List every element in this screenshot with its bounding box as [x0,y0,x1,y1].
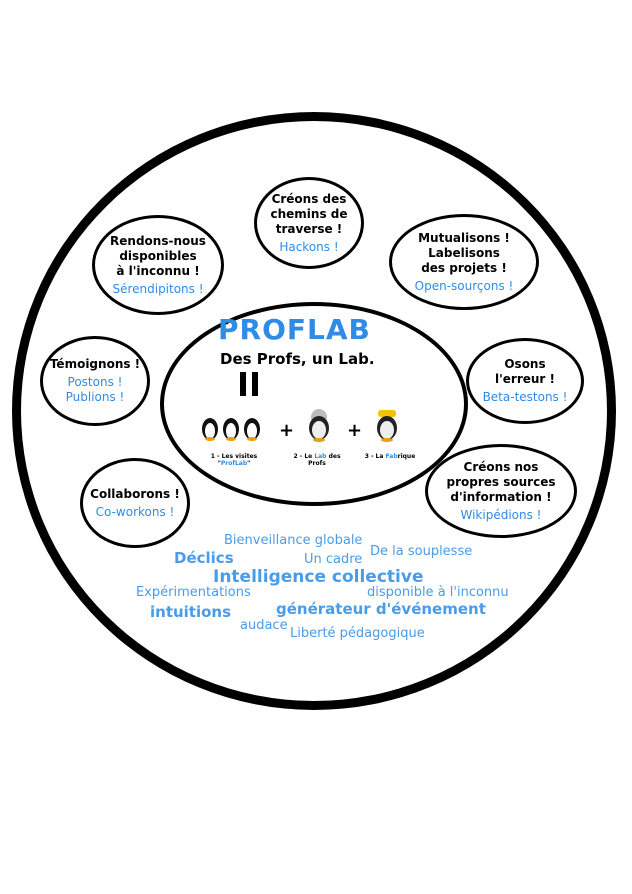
bubble-title: Témoignons ! [49,357,141,371]
plus-sign-2: + [347,420,363,441]
plus-sign-1: + [279,420,295,441]
cloud-word: Liberté pédagogique [290,626,425,641]
bubble-action: Beta-testons ! [482,390,568,404]
cloud-word: De la souplesse [370,544,473,559]
cloud-word: intuitions [150,603,232,621]
cloud-word: Un cadre [304,552,363,567]
bubble-co-workons: Collaborons ! Co-workons ! [80,458,190,548]
bubble-action: Hackons ! [279,239,339,254]
cloud-word: Intelligence collective [213,567,424,587]
bubble-action: Open-sourçons ! [414,278,514,293]
bubble-title: Créons nos propres sources d'information… [446,459,556,504]
bubble-open-sourcons: Mutualisons ! Labelisons des projets ! O… [389,214,539,310]
bubble-beta-testons: Osons l'erreur ! Beta-testons ! [466,338,584,424]
center-ellipse [160,302,468,506]
center-title: PROFLAB [218,313,371,346]
penguin-icon [202,418,218,441]
penguin-label-2: 2 - Le Lab des Profs [293,453,341,467]
penguin-icon [223,418,239,441]
equals-sign [238,372,262,398]
bubble-action: Postons ! Publions ! [65,375,125,404]
bubble-title: Osons l'erreur ! [494,357,555,386]
center-subtitle: Des Profs, un Lab. [220,350,375,368]
cloud-word: disponible à l'inconnu [367,585,509,600]
bubble-wikipedions: Créons nos propres sources d'information… [425,444,577,538]
bubble-publions: Témoignons ! Postons ! Publions ! [40,336,150,426]
outer-circle [12,112,616,710]
penguin-label-1: 1 - Les visites "ProfLab" [210,453,258,467]
penguin-scientist-icon [309,409,329,442]
bubble-title: Mutualisons ! Labelisons des projets ! [418,230,510,275]
cloud-word: Bienveillance globale [224,533,363,548]
bubble-serendipitons: Rendons-nous disponibles à l'inconnu ! S… [92,215,224,315]
bubble-action: Sérendipitons ! [112,281,204,296]
bubble-title: Collaborons ! [90,486,180,501]
penguin-icon [244,418,260,441]
penguins-visits-icon [202,418,260,441]
penguin-label-3: 3 - La Fabrique [364,453,416,460]
bubble-hackons: Créons des chemins de traverse ! Hackons… [254,177,364,269]
cloud-word: Expérimentations [136,585,251,600]
bubble-title: Rendons-nous disponibles à l'inconnu ! [110,233,206,278]
cloud-word: générateur d'événement [276,600,486,618]
cloud-word: audace [240,618,288,633]
penguin-builder-icon [377,410,397,442]
cloud-word: Déclics [174,549,234,567]
bubble-title: Créons des chemins de traverse ! [270,191,348,236]
bubble-action: Wikipédions ! [460,507,542,522]
bubble-action: Co-workons ! [95,504,175,519]
